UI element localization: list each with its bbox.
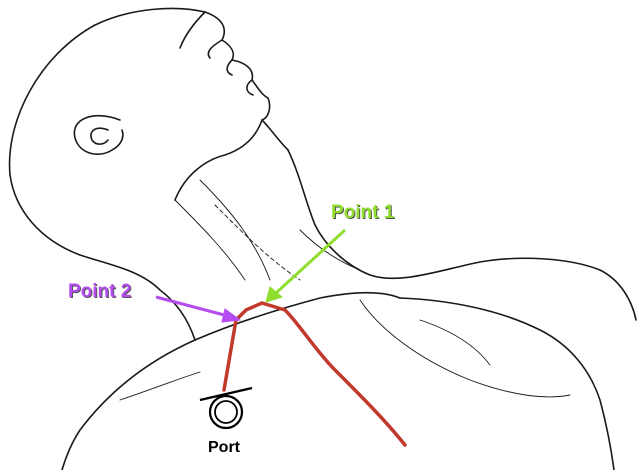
point2-arrow [156,297,240,322]
jaw-line [175,120,262,200]
chest-contour [360,300,570,397]
chest-contour-2 [420,320,490,365]
arm-inner [120,372,200,400]
ear-outline [74,116,123,155]
neck-muscle-2 [200,180,270,280]
port-label: Port [208,439,240,457]
point2-label: Point 2 [68,281,131,303]
back-of-neck [10,175,195,340]
point1-label: Point 1 [331,202,394,224]
port-symbol [200,388,252,428]
head-outline [10,8,288,175]
point1-arrow [266,230,345,302]
neck-muscle-1 [175,200,245,280]
ear-inner [91,128,108,144]
neck-muscle-3 [215,205,300,280]
shoulder-line [400,298,614,470]
arm-line [62,340,195,470]
face-profile [180,12,253,95]
catheter-line [224,303,405,445]
